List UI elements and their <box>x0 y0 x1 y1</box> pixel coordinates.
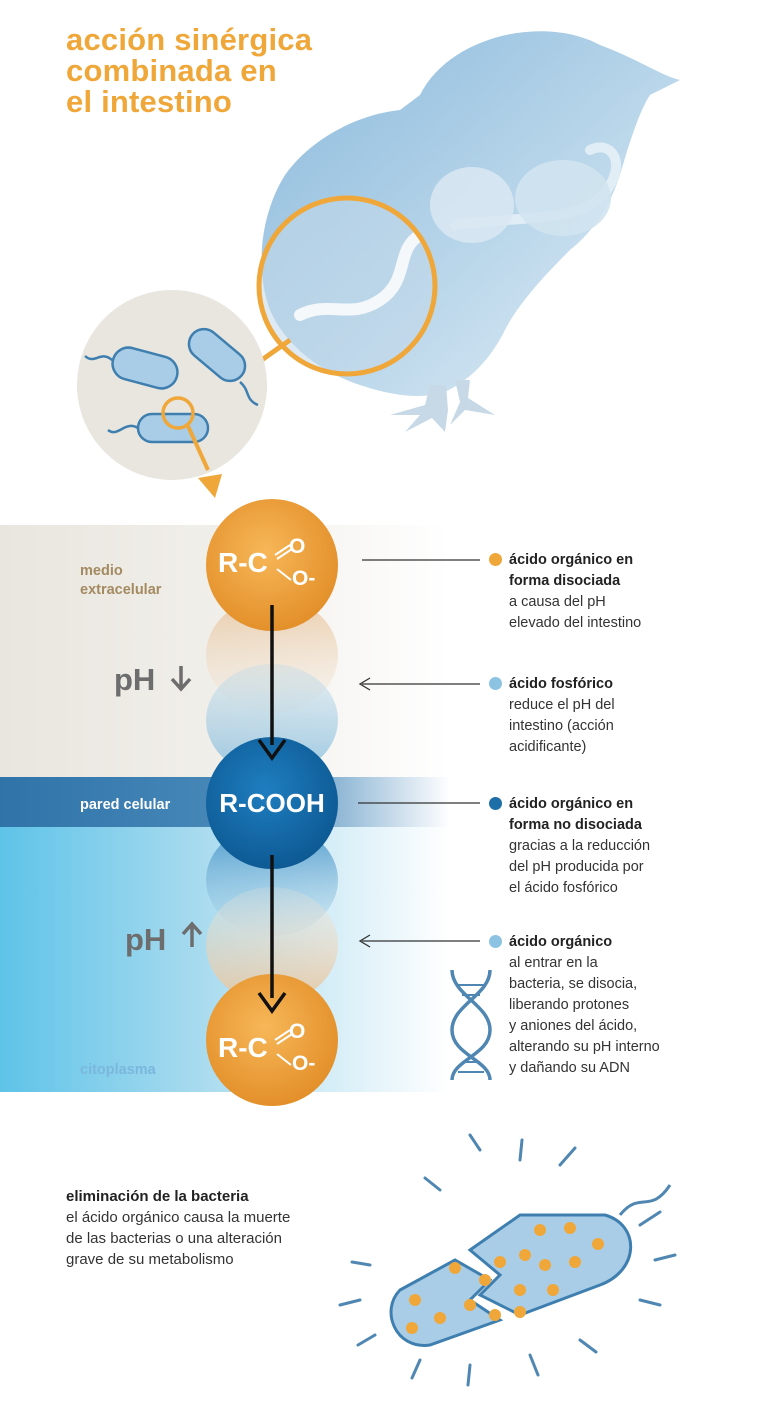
legend-text: reduce el pH del <box>509 697 615 713</box>
legend-item-dissociated: ácido orgánico en forma disociada a caus… <box>489 550 730 634</box>
arrow-icon <box>257 738 287 761</box>
molecule-top-formula: R-C O O- <box>218 535 315 590</box>
molecule-top <box>206 499 338 631</box>
page-title: acción sinérgica combinada en el intesti… <box>66 24 366 117</box>
legend-item-undissociated: ácido orgánico en forma no disociada gra… <box>489 794 730 899</box>
magnifier-icon <box>161 396 195 430</box>
arrow-icon <box>198 474 222 498</box>
svg-text:pH: pH <box>125 922 166 957</box>
arrow-icon <box>257 991 287 1014</box>
legend-text: gracias a la reducción <box>509 838 651 854</box>
legend-text: a causa del pH <box>509 594 606 610</box>
legend-text: liberando protones <box>509 997 630 1013</box>
light-blue-dot-icon <box>489 677 502 690</box>
ph-up-label: pH <box>125 921 203 957</box>
elimination-text: grave de su metabolismo <box>66 1251 234 1268</box>
legend-title: forma disociada <box>509 573 621 589</box>
ph-down-label: pH <box>114 662 192 697</box>
legend-text: el ácido fosfórico <box>509 880 618 896</box>
dna-icon <box>450 969 492 1081</box>
molecule-middle-formula: R-COOH <box>219 788 324 818</box>
magnifier-icon <box>256 195 438 377</box>
elimination-text: de las bacterias o una alteración <box>66 1230 282 1247</box>
legend-text: elevado del intestino <box>509 615 642 631</box>
cytoplasm-label: citoplasma <box>80 1062 157 1078</box>
intestine-detail <box>259 198 435 374</box>
molecule-bottom-atom-top: O <box>289 1020 305 1043</box>
arrow-icon <box>358 934 371 948</box>
legend-text: al entrar en la <box>509 955 598 971</box>
legend-title: ácido orgánico en <box>509 552 634 568</box>
light-blue-dot-icon <box>489 935 502 948</box>
legend-title: ácido orgánico en <box>509 796 634 812</box>
arrow-icon <box>186 425 210 471</box>
title-line: combinada en <box>66 53 277 88</box>
legend-text: del pH producida por <box>509 859 644 875</box>
arrow-up-icon <box>181 921 203 947</box>
elimination-title: eliminación de la bacteria <box>66 1188 249 1205</box>
legend-text: y aniones del ácido, <box>509 1018 638 1034</box>
legend-item-phosphoric: ácido fosfórico reduce el pH del intesti… <box>489 674 730 758</box>
legend-text: alterando su pH interno <box>509 1039 660 1055</box>
dark-blue-dot-icon <box>489 797 502 810</box>
cell-wall-label: pared celular <box>80 797 171 813</box>
molecule-bottom-prefix: R-C <box>218 1032 268 1063</box>
arrow-icon <box>358 677 371 691</box>
title-line: acción sinérgica <box>66 22 313 57</box>
molecule-bottom-formula: R-C O O- <box>218 1020 315 1075</box>
elimination-text: el ácido orgánico causa la muerte <box>66 1209 291 1226</box>
molecule-bottom <box>206 974 338 1106</box>
molecule-top-atom-bottom: O- <box>292 567 315 590</box>
arrow-down-icon <box>170 666 192 692</box>
orange-dot-icon <box>489 553 502 566</box>
legend-title: forma no disociada <box>509 817 642 833</box>
legend-item-organic-acid: ácido orgánico al entrar en la bacteria,… <box>489 932 730 1079</box>
molecule-middle <box>206 737 338 869</box>
legend-text: intestino (acción <box>509 718 614 734</box>
title-line: el intestino <box>66 84 233 119</box>
svg-text:pH: pH <box>114 662 155 697</box>
legend-text: bacteria, se disocia, <box>509 976 638 992</box>
elimination-text-block: eliminación de la bacteria el ácido orgá… <box>66 1186 346 1270</box>
molecule-bottom-atom-bottom: O- <box>292 1052 315 1075</box>
broken-bacteria-icon <box>338 1133 677 1387</box>
legend-title: ácido orgánico <box>509 934 613 950</box>
extracellular-label-line2: extracelular <box>80 582 162 598</box>
molecule-top-atom-top: O <box>289 535 305 558</box>
legend-title: ácido fosfórico <box>509 676 613 692</box>
legend-text: y dañando su ADN <box>509 1060 630 1076</box>
extracellular-label-line1: medio <box>80 563 123 579</box>
legend-text: acidificante) <box>509 739 587 755</box>
molecule-top-prefix: R-C <box>218 547 268 578</box>
